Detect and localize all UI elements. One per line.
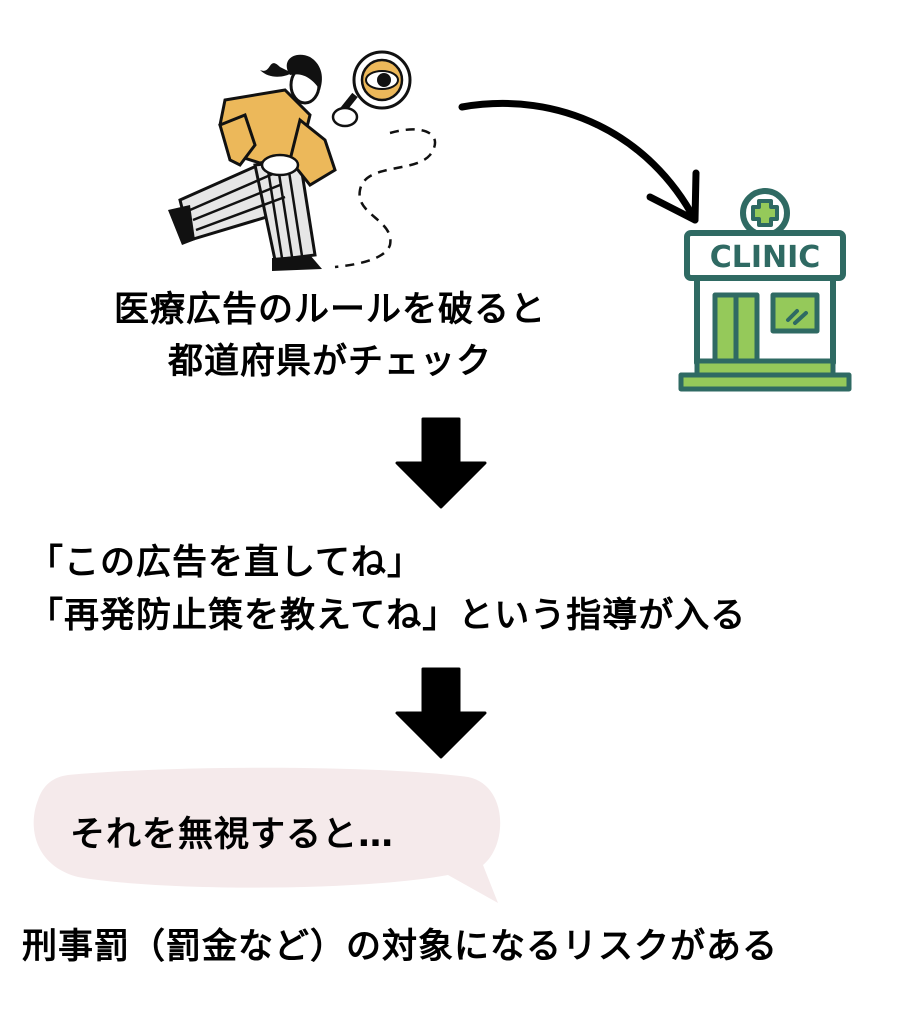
- dashed-trail: [334, 128, 437, 269]
- step3-text: 刑事罰（罰金など）の対象になるリスクがある: [22, 927, 779, 967]
- clinic-sign-text: CLINIC: [710, 240, 821, 275]
- clinic-building-icon: CLINIC: [675, 185, 855, 395]
- bubble-text: それを無視すると…: [70, 815, 395, 855]
- sweater: [218, 88, 337, 187]
- down-arrow-icon: [393, 415, 489, 511]
- magnifying-glass-icon: [332, 50, 412, 123]
- step1-line1: 医療広告のルールを破ると: [113, 290, 546, 330]
- medical-cross-icon: [751, 199, 779, 227]
- hand-holding: [331, 106, 359, 128]
- step1-line2: 都道府県がチェック: [167, 342, 492, 382]
- speech-bubble: それを無視すると…: [28, 765, 508, 905]
- down-arrow-icon: [393, 665, 489, 761]
- detective-illustration: [160, 45, 450, 275]
- shoe-back: [168, 205, 195, 245]
- step2-line2: 「再発防止策を教えてね」という指導が入る: [28, 596, 747, 636]
- ponytail: [260, 63, 292, 77]
- shoe-front: [272, 255, 322, 271]
- step2-line1: 「この広告を直してね」: [28, 543, 423, 583]
- pants: [178, 157, 317, 262]
- hand: [260, 153, 300, 177]
- hair: [286, 54, 322, 90]
- curved-arrow: [450, 95, 700, 235]
